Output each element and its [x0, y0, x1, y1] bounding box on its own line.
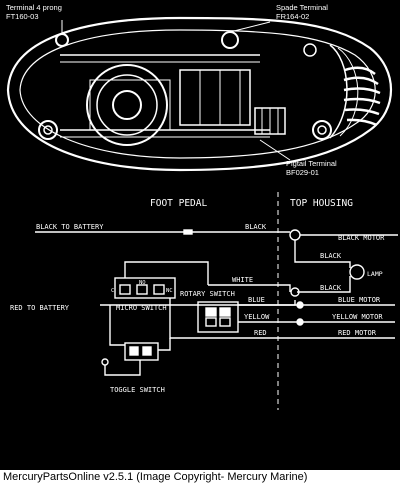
- white-wire: [208, 284, 291, 292]
- terminal-no-label: NO: [139, 280, 146, 286]
- terminal-4prong-marker: [55, 33, 69, 47]
- copyright-caption: MercuryPartsOnline v2.5.1 (Image Copyrig…: [0, 470, 400, 485]
- foot-pedal-heading: FOOT PEDAL: [150, 198, 207, 209]
- gear-ring: [86, 64, 168, 146]
- black-to-battery-label: BLACK TO BATTERY: [36, 223, 104, 231]
- yellow-motor-label: YELLOW MOTOR: [332, 313, 383, 321]
- white-wire-label: WHITE: [232, 276, 253, 284]
- top-housing-heading: TOP HOUSING: [290, 198, 353, 209]
- terminal-c-label: C: [111, 288, 114, 294]
- rotary-switch-label: ROTARY SWITCH: [180, 290, 235, 298]
- black-wire-label-c: BLACK: [320, 284, 342, 292]
- pigtail-terminal-label: Pigtail Terminal: [286, 159, 337, 168]
- pedal-housing-drawing: [6, 16, 392, 172]
- terminal-4prong-partno: FT160-03: [6, 12, 39, 21]
- rotary-switch-body: [197, 301, 239, 333]
- spade-terminal-label: Spade Terminal: [276, 3, 328, 12]
- micro-switch-label: MICRO SWITCH: [116, 304, 167, 312]
- lamp-label: LAMP: [367, 270, 383, 278]
- wiring-schematic: [35, 192, 398, 410]
- blue-wire-label: BLUE: [248, 296, 265, 304]
- red-wire-label: RED: [254, 329, 267, 337]
- spade-terminal-marker: [221, 31, 239, 49]
- toggle-switch-body: [124, 342, 159, 361]
- grip-ridges: [343, 66, 381, 127]
- red-motor-label: RED MOTOR: [338, 329, 377, 337]
- terminal-4prong-label: Terminal 4 prong: [6, 3, 62, 12]
- toggle-feed-wire: [109, 305, 125, 346]
- terminal-nc-label: NC: [166, 288, 173, 294]
- black-junction: [289, 229, 301, 241]
- black-wire-label-a: BLACK: [245, 223, 267, 231]
- black-motor-label: BLACK MOTOR: [338, 234, 385, 242]
- lamp-symbol: [349, 264, 365, 280]
- wire-splice: [183, 229, 193, 235]
- diagram-panel: Terminal 4 prong FT160-03 Spade Terminal…: [0, 0, 400, 470]
- red-to-battery-label: RED TO BATTERY: [10, 304, 70, 312]
- yellow-wire-label: YELLOW: [244, 313, 270, 321]
- spade-terminal-partno: FR164-02: [276, 12, 309, 21]
- pigtail-terminal-partno: BF029-01: [286, 168, 319, 177]
- black-wire-label-b: BLACK: [320, 252, 342, 260]
- toggle-switch-label: TOGGLE SWITCH: [110, 386, 165, 394]
- micro-switch-body: [114, 277, 176, 299]
- red-motor-wire: [169, 298, 395, 339]
- wiring-diagram: Terminal 4 prong FT160-03 Spade Terminal…: [6, 3, 398, 410]
- blue-motor-label: BLUE MOTOR: [338, 296, 381, 304]
